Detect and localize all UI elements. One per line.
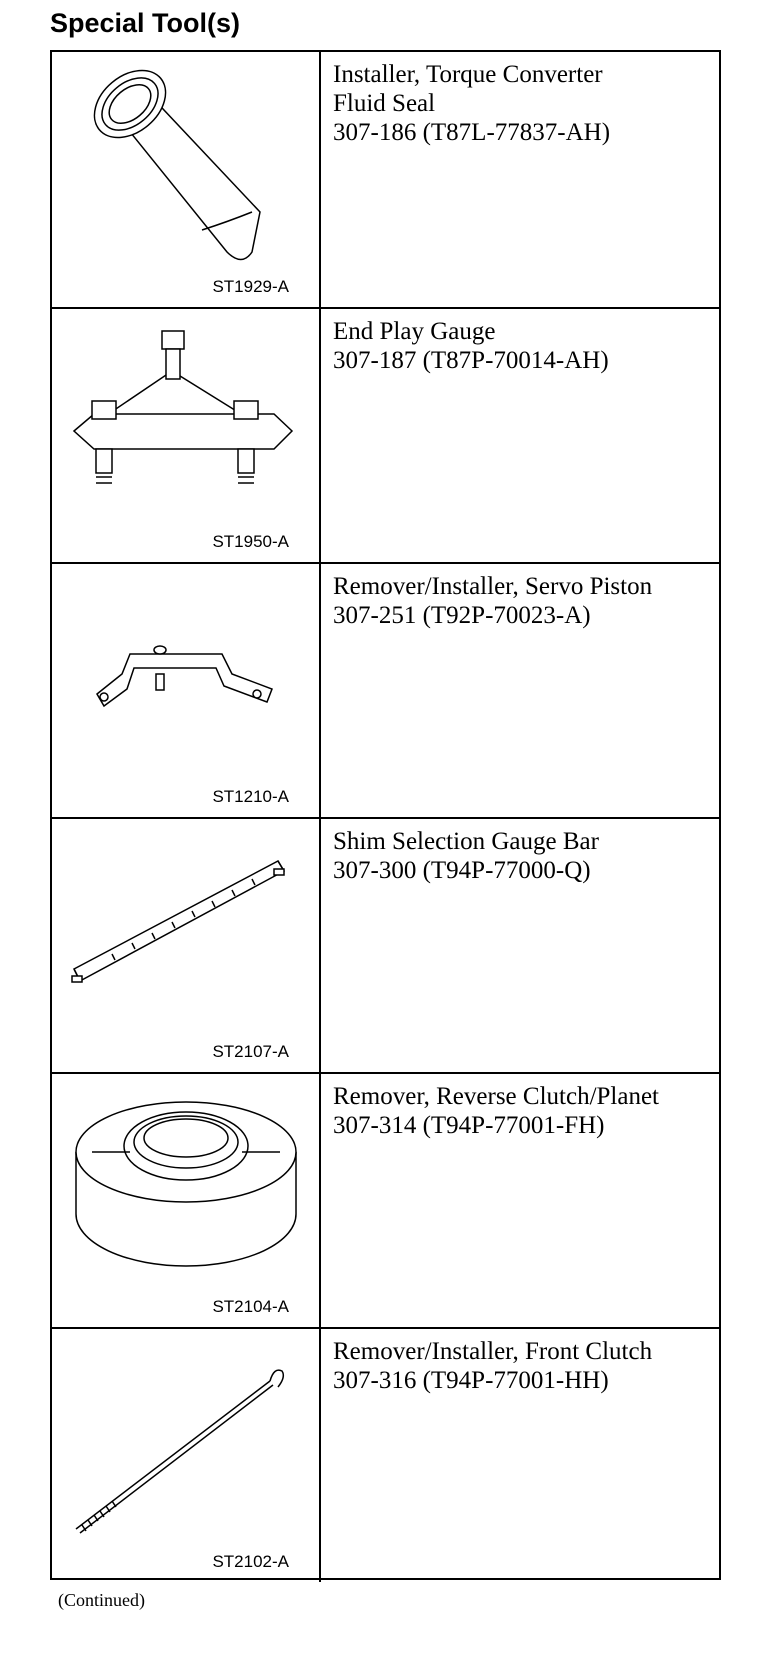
special-tools-table: ST1929-A Installer, Torque Converter Flu… (50, 50, 721, 1582)
tool-name: Installer, Torque Converter (333, 61, 603, 88)
tool-name: Remover, Reverse Clutch/Planet (333, 1083, 660, 1110)
table-row: ST2107-A Shim Selection Gauge Bar 307-30… (52, 817, 719, 1072)
end-play-gauge-icon (52, 309, 319, 529)
tool-name: End Play Gauge (333, 318, 496, 345)
table-row: ST1929-A Installer, Torque Converter Flu… (52, 52, 719, 307)
tool-image-cell: ST2102-A (52, 1329, 321, 1582)
tool-code: ST1929-A (212, 277, 289, 296)
tool-name: Fluid Seal (333, 90, 436, 117)
seal-installer-icon (52, 52, 319, 272)
tool-name: Shim Selection Gauge Bar (333, 828, 599, 855)
front-clutch-rod-icon (52, 1329, 319, 1549)
gauge-bar-icon (52, 819, 319, 1039)
tool-code: ST2102-A (212, 1552, 289, 1571)
table-row: ST2104-A Remover, Reverse Clutch/Planet … (52, 1072, 719, 1327)
tool-code: ST2107-A (212, 1042, 289, 1061)
page-title: Special Tool(s) (50, 8, 241, 38)
tool-description: Installer, Torque Converter Fluid Seal 3… (333, 60, 711, 147)
clutch-remover-icon (52, 1074, 319, 1294)
tool-description: End Play Gauge 307-187 (T87P-70014-AH) (333, 317, 711, 375)
tool-description: Shim Selection Gauge Bar 307-300 (T94P-7… (333, 827, 711, 885)
table-row: ST1950-A End Play Gauge 307-187 (T87P-70… (52, 307, 719, 562)
tool-code: ST2104-A (212, 1297, 289, 1316)
tool-description: Remover, Reverse Clutch/Planet 307-314 (… (333, 1082, 711, 1140)
table-row: ST2102-A Remover/Installer, Front Clutch… (52, 1327, 719, 1582)
tool-image-cell: ST2104-A (52, 1074, 321, 1327)
tool-part-number: 307-187 (T87P-70014-AH) (333, 347, 609, 374)
tool-description: Remover/Installer, Front Clutch 307-316 … (333, 1337, 711, 1395)
continued-note: (Continued) (58, 1590, 145, 1610)
tool-description: Remover/Installer, Servo Piston 307-251 … (333, 572, 711, 630)
tool-part-number: 307-251 (T92P-70023-A) (333, 602, 591, 629)
tool-part-number: 307-316 (T94P-77001-HH) (333, 1367, 609, 1394)
servo-piston-tool-icon (52, 564, 319, 784)
table-row: ST1210-A Remover/Installer, Servo Piston… (52, 562, 719, 817)
tool-image-cell: ST1929-A (52, 52, 321, 307)
tool-image-cell: ST1950-A (52, 309, 321, 562)
tool-image-cell: ST2107-A (52, 819, 321, 1072)
tool-name: Remover/Installer, Front Clutch (333, 1338, 653, 1365)
tool-name: Remover/Installer, Servo Piston (333, 573, 653, 600)
tool-part-number: 307-186 (T87L-77837-AH) (333, 119, 611, 146)
tool-code: ST1950-A (212, 532, 289, 551)
tool-part-number: 307-300 (T94P-77000-Q) (333, 857, 591, 884)
tool-part-number: 307-314 (T94P-77001-FH) (333, 1112, 605, 1139)
tool-code: ST1210-A (212, 787, 289, 806)
tool-image-cell: ST1210-A (52, 564, 321, 817)
